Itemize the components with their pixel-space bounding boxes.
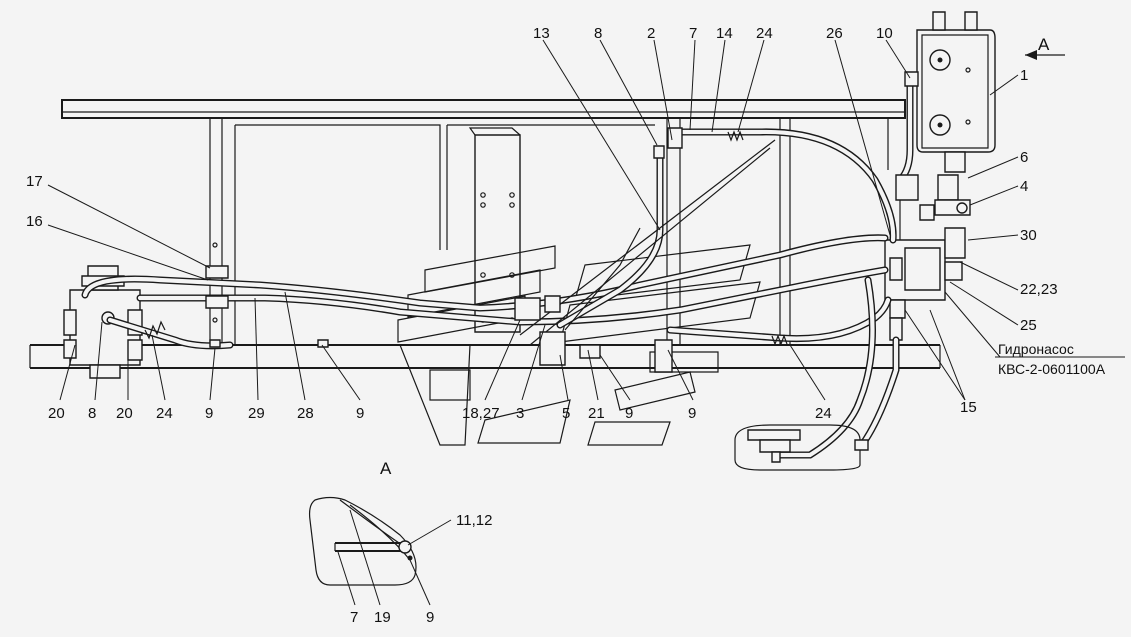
lower-filter-assembly (734, 424, 869, 471)
frame-top-rail (61, 99, 906, 119)
view-direction-arrow (1025, 50, 1065, 60)
callout-14: 14 (716, 25, 733, 42)
callout-24-top: 24 (756, 25, 773, 42)
frame-uprights (209, 118, 889, 345)
callout-24-bot-left: 24 (156, 405, 173, 422)
callout-26: 26 (826, 25, 843, 42)
spring-guards (144, 130, 788, 346)
callout-6: 6 (1020, 149, 1028, 166)
frame-bottom-rail (29, 344, 941, 369)
tank-fittings (895, 71, 971, 240)
callout-13: 13 (533, 25, 550, 42)
callout-29: 29 (248, 405, 265, 422)
callout-19: 19 (374, 609, 391, 626)
callout-20-b: 20 (116, 405, 133, 422)
floor-plates (397, 244, 761, 446)
pump-note-line2: КВС-2-0601100А (998, 361, 1106, 377)
callout-15: 15 (960, 399, 977, 416)
hydraulic-tank (916, 11, 996, 173)
callout-28: 28 (297, 405, 314, 422)
callout-16: 16 (26, 213, 43, 230)
callout-30: 30 (1020, 227, 1037, 244)
callout-10: 10 (876, 25, 893, 42)
callout-17: 17 (26, 173, 43, 190)
callout-2: 2 (647, 25, 655, 42)
callout-22-23: 22,23 (1020, 281, 1058, 298)
callout-4: 4 (1020, 178, 1028, 195)
callout-21: 21 (588, 405, 605, 422)
hoses (81, 128, 900, 459)
callout-7-detail: 7 (350, 609, 358, 626)
callout-7-top: 7 (689, 25, 697, 42)
hydraulic-pump (884, 227, 966, 341)
callout-18-27: 18,27 (462, 405, 500, 422)
callout-20-a: 20 (48, 405, 65, 422)
callout-9-detail: 9 (426, 609, 434, 626)
leader-lines (47, 39, 1125, 606)
callout-1: 1 (1020, 67, 1028, 84)
pump-note-line1: Гидронасос (998, 341, 1074, 357)
detail-view-a (308, 496, 417, 586)
callout-9-d: 9 (688, 405, 696, 422)
callout-5: 5 (562, 405, 570, 422)
callout-labels: A A Гидронасос КВС-2-0601100А 1 13 8 2 7… (26, 25, 1106, 626)
callout-24-bot-right: 24 (815, 405, 832, 422)
view-mark-a: A (1038, 35, 1050, 54)
callout-3: 3 (516, 405, 524, 422)
clamps (205, 127, 683, 373)
callout-8-top: 8 (594, 25, 602, 42)
callout-25: 25 (1020, 317, 1037, 334)
callout-8-bot: 8 (88, 405, 96, 422)
callout-11-12: 11,12 (456, 512, 492, 529)
callout-9-c: 9 (625, 405, 633, 422)
detail-mark-a: A (380, 459, 392, 478)
callout-9-a: 9 (205, 405, 213, 422)
callout-9-b: 9 (356, 405, 364, 422)
